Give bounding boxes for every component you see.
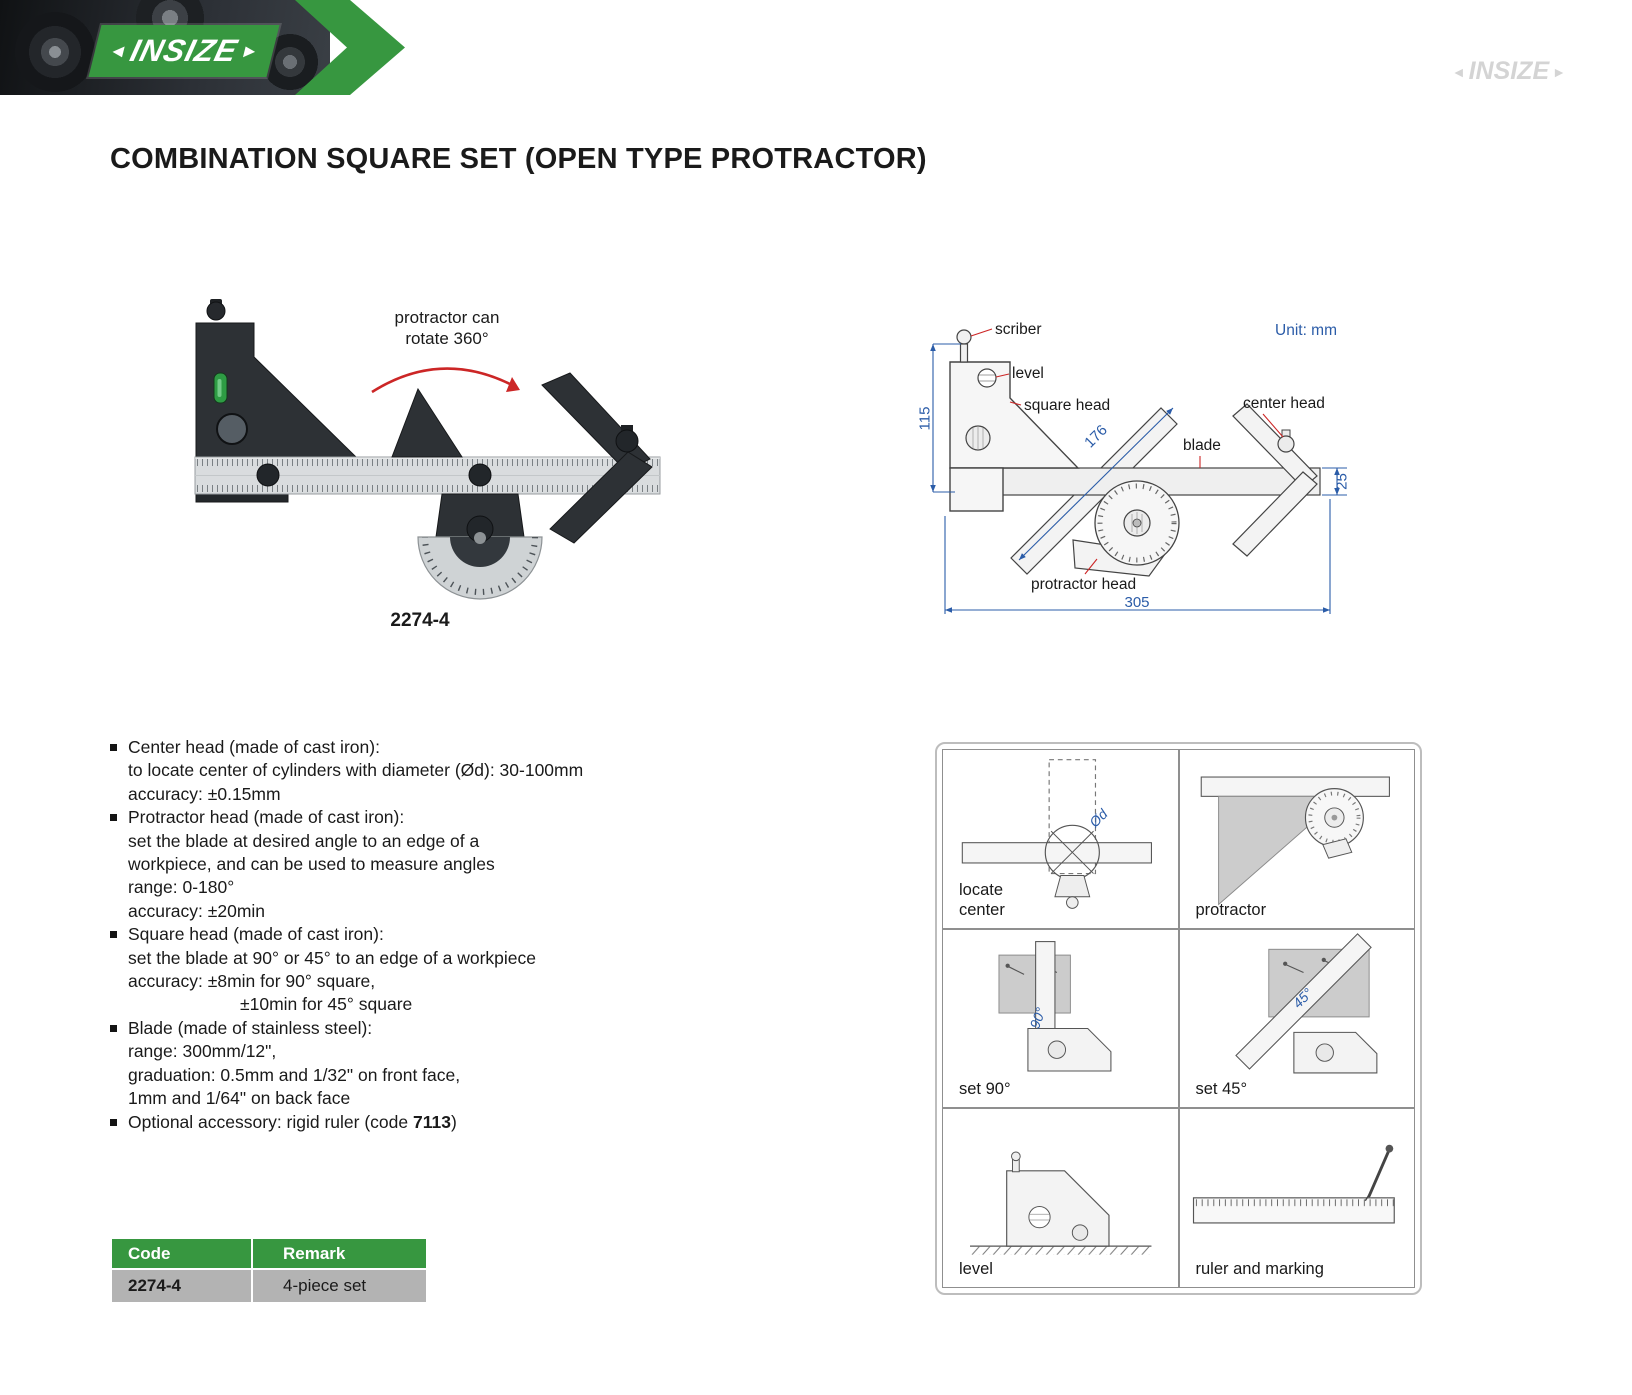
usage-cell-protractor: protractor: [1178, 749, 1415, 929]
cell-remark: 4-piece set: [251, 1268, 428, 1304]
bullet-icon: [110, 1118, 117, 1126]
bullet-icon: [110, 1024, 117, 1032]
spec-item-optional-accessory: Optional accessory: rigid ruler (code 71…: [110, 1111, 730, 1134]
code-table: Code Remark 2274-4 4-piece set: [110, 1237, 428, 1304]
spec-title-line: Blade (made of stainless steel):: [110, 1017, 730, 1040]
spec-title: Protractor head (made of cast iron):: [128, 807, 405, 828]
label-square-head: square head: [1024, 397, 1111, 414]
protractor-fin: [391, 387, 463, 458]
dim-blade-width-25: 25: [1333, 473, 1351, 490]
usage-label: ruler and marking: [1195, 1260, 1324, 1278]
table-row: 2274-4 4-piece set: [110, 1268, 428, 1304]
spec-title-line: Center head (made of cast iron):: [110, 736, 730, 759]
spec-text: range: 300mm/12",: [128, 1041, 277, 1062]
spec-title: Blade (made of stainless steel):: [128, 1017, 373, 1038]
accessory-code: 7113: [412, 1111, 451, 1132]
product-figure: protractor can rotate 360°: [180, 285, 700, 650]
page-title: COMBINATION SQUARE SET (OPEN TYPE PROTRA…: [110, 143, 927, 175]
label-blade: blade: [1183, 437, 1221, 454]
spec-text: Optional accessory: rigid ruler (code: [128, 1111, 413, 1132]
center-head-outline: [1232, 403, 1318, 557]
spec-title: Center head (made of cast iron):: [128, 737, 380, 757]
spec-title-line: Square head (made of cast iron):: [110, 923, 730, 946]
label-level: level: [1012, 365, 1044, 382]
spec-item-blade: Blade (made of stainless steel): range: …: [110, 1017, 730, 1111]
center-head: [541, 372, 653, 544]
spec-text: range: 0-180°: [128, 877, 235, 898]
blade: [194, 456, 661, 495]
usage-cell-set-45: 45° set 45°: [1178, 928, 1415, 1109]
green-chevron: [295, 0, 405, 95]
logo-right-arrow-icon: ►: [238, 41, 262, 61]
usage-cell-set-90: 90° set 90°: [942, 928, 1179, 1109]
spec-text: accuracy: ±20min: [128, 900, 266, 921]
bullet-icon: [110, 931, 117, 939]
usage-grid-inner: Ød locate center protractor: [942, 749, 1415, 1288]
model-number: 2274-4: [390, 610, 450, 631]
protractor-outline: [1094, 480, 1180, 566]
clamp-knob: [256, 463, 280, 487]
protractor-head: [417, 463, 543, 600]
locate-center-illustration: [961, 759, 1152, 909]
product-photo-illustration: [194, 299, 661, 600]
spec-title: Square head (made of cast iron):: [128, 924, 384, 945]
spec-item-square-head: Square head (made of cast iron): set the…: [110, 923, 730, 1017]
set-90-illustration: [998, 940, 1112, 1072]
spec-list: Center head (made of cast iron): to loca…: [110, 736, 730, 1134]
logo-left-arrow-icon: ◄: [106, 41, 130, 61]
rotation-annotation: protractor can rotate 360°: [394, 308, 500, 348]
spec-item-protractor-head: Protractor head (made of cast iron): set…: [110, 806, 730, 923]
spec-item-center-head: Center head (made of cast iron): to loca…: [110, 736, 730, 806]
bullet-icon: [110, 744, 117, 751]
unit-label: Unit: mm: [1275, 322, 1337, 339]
usage-label: set 45°: [1195, 1080, 1248, 1099]
watermark-text: INSIZE: [1468, 57, 1550, 85]
technical-drawing-art: [930, 328, 1347, 614]
machinery-photo: ◄ INSIZE ►: [0, 0, 330, 95]
insize-logo: ◄ INSIZE ►: [88, 25, 280, 77]
header-remark: Remark: [251, 1237, 428, 1270]
spec-text: accuracy: ±8min for 90° square,: [128, 971, 376, 992]
spec-text: accuracy: ±0.15mm: [128, 783, 281, 804]
leader-lines: [970, 328, 1284, 575]
protractor-illustration: [1200, 776, 1390, 906]
watermark-right-arrow-icon: ►: [1552, 63, 1566, 80]
level-illustration: [970, 1151, 1152, 1256]
spec-text: 1mm and 1/64" on back face: [128, 1088, 351, 1109]
table-header-row: Code Remark: [110, 1237, 428, 1270]
spec-title-line: Optional accessory: rigid ruler (code 71…: [110, 1111, 730, 1134]
usage-label: level: [959, 1260, 993, 1278]
usage-grid: Ød locate center protractor: [935, 742, 1422, 1295]
label-scriber: scriber: [995, 321, 1042, 338]
spec-title-line: Protractor head (made of cast iron):: [110, 806, 730, 829]
insize-logo-text: INSIZE: [126, 33, 242, 68]
usage-cell-ruler-and-marking: ruler and marking: [1178, 1108, 1415, 1288]
usage-cell-level: level: [942, 1108, 1179, 1288]
insize-watermark: ◄ INSIZE ►: [1452, 57, 1566, 86]
usage-label: locate center: [959, 880, 1005, 919]
usage-label: protractor: [1195, 900, 1267, 919]
spec-text: set the blade at desired angle to an edg…: [128, 830, 480, 851]
usage-cell-locate-center: Ød locate center: [942, 749, 1179, 929]
spec-text: set the blade at 90° or 45° to an edge o…: [128, 947, 537, 968]
set-45-illustration: [1234, 932, 1377, 1074]
spec-text: graduation: 0.5mm and 1/32" on front fac…: [128, 1064, 461, 1085]
cell-code: 2274-4: [110, 1268, 253, 1304]
bullet-icon: [110, 814, 117, 822]
dimension-lines: [930, 343, 1347, 614]
watermark-left-arrow-icon: ◄: [1451, 63, 1466, 80]
spec-text: ): [450, 1111, 457, 1132]
ruler-marking-illustration: [1192, 1145, 1395, 1224]
usage-label: set 90°: [959, 1080, 1011, 1099]
label-protractor-head: protractor head: [1031, 576, 1137, 593]
dim-height-115: 115: [916, 406, 934, 431]
label-center-head: center head: [1243, 395, 1325, 412]
spec-text: workpiece, and can be used to measure an…: [128, 854, 495, 875]
spec-text: ±10min for 45° square: [240, 994, 413, 1015]
spec-text: to locate center of cylinders with diame…: [128, 760, 584, 781]
header-code: Code: [110, 1237, 253, 1270]
dim-length-305: 305: [1124, 594, 1150, 611]
technical-drawing: scriber level square head center head bl…: [915, 318, 1415, 638]
rotate-arrow: [371, 367, 520, 394]
